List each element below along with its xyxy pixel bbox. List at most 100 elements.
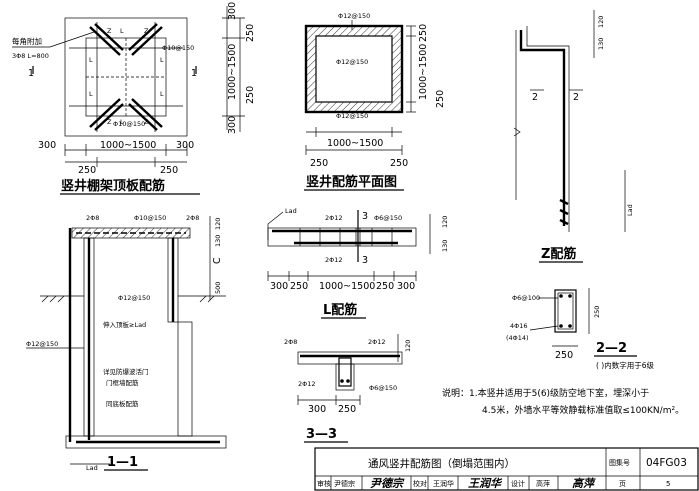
l-bar-dim-300-right: 300 [397,281,415,292]
section22-bar-2 [568,294,572,298]
section11-label-floor: 同底板配筋 [106,399,139,408]
l-bar-lad-leader [267,211,284,240]
section22-vdim-250: 250 [593,306,601,318]
l-bar-vdim-130: 130 [441,240,449,252]
z-bar-vdim-120: 120 [597,16,605,28]
title-block-check-signature: 王润华 [468,477,503,490]
title-block-page-label: 页 [619,480,626,488]
section11-vdim-c: C [212,257,223,264]
slab-mark-l-top: L [120,27,124,35]
slab-view-title: 竖井棚架顶板配筋 [61,178,165,194]
section-11-view: 2Φ8 Φ10@150 2Φ8 Φ12@150 Φ12@150 伸入顶板≥Lad… [26,214,227,472]
slab-mark-z-bottom-right: Z [144,118,149,126]
section33-bar-bottom-left: 2Φ12 [298,380,316,388]
z-bar-break [513,127,521,137]
title-block-design-label: 设计 [511,479,525,488]
section33-title: 3—3 [306,427,337,442]
l-bar-dim-span: 1000~1500 [319,281,375,292]
l-bar-bar-bottom: 2Φ12 [325,256,343,264]
title-block-check-label: 校对 [413,479,427,488]
z-bar-shape [519,30,566,226]
section11-bar-wall-right: Φ12@150 [118,294,150,302]
plan-vdim-edge-lower: 250 [435,90,446,108]
section11-roof-slab-outline [71,227,191,239]
z-bar-title: Z配筋 [541,246,576,262]
slab-vdim-span: 1000~1500 [227,44,238,100]
corner-note-2: 3Φ8 L=800 [12,52,49,60]
z-bar-mark-2-right: 2 [573,92,579,103]
section22-bar-3 [559,324,563,328]
title-block-design-name: 高萍 [536,479,550,488]
slab-mark-l-bottom-left: L [89,90,93,98]
z-bar-outline [526,26,570,232]
slab-mark-z-bottom: Z [107,118,112,126]
l-bar-dim-300-left: 300 [270,281,288,292]
l-bar-bar-left: 2Φ12 [325,214,343,222]
l-bar-dim-250-right: 250 [376,281,394,292]
section22-stirrup [557,292,574,330]
section33-bar-dot-2 [346,379,350,383]
slab-mark-l-right: L [160,56,164,64]
title-block-grid [315,448,698,490]
slab-outline [64,17,188,137]
l-bar-lad: Lad [285,207,297,215]
l-bar-beam [267,227,417,247]
section33-stirrup [338,357,352,387]
section-mark-right: 1 [191,68,197,79]
title-block-frame [314,447,699,491]
section11-bars [68,228,220,444]
title-block-page-no: 5 [666,480,670,488]
slab-dim-side-left: 300 [38,140,56,151]
section-22-view: Φ6@100 4Φ16 (4Φ14) 250 250 2—2 ( )内数字用于6… [506,288,655,370]
section11-vdim-120: 120 [214,218,222,230]
section33-bar-top-right: 2Φ12 [368,338,386,346]
slab-dim-side-right: 300 [176,140,194,151]
slab-dim-span: 1000~1500 [100,140,156,151]
section22-outline [554,289,577,333]
section11-right-wall-lower [177,321,193,437]
slab-corner-bars [89,23,163,131]
l-bar-section-mark-top: 3 [362,211,368,222]
title-block-review-name: 尹德宗 [334,479,355,488]
l-bar-stirrups [299,228,393,246]
section11-title: 1—1 [107,455,138,470]
section11-floor [65,435,227,449]
slab-bar-top-label: Φ10@150 [162,44,194,52]
section11-bar-wall-left: Φ12@150 [26,340,58,348]
title-block-review-label: 审核 [317,479,331,488]
section11-vdim-130: 130 [214,235,222,247]
plan-bar-mid: Φ12@150 [336,58,368,66]
title-block-check-name: 王润华 [433,479,454,488]
slab-dim-edge-left: 250 [78,165,96,176]
section11-bar-top-left: 2Φ8 [86,214,99,222]
section11-label-lad-bottom: Lad [86,464,98,472]
section22-title: 2—2 [596,341,627,356]
slab-mark-l-bottom: L [120,118,124,126]
section33-bar-top-left: 2Φ8 [284,338,297,346]
plan-inner-wall [315,35,393,103]
corner-note-1: 每角附加 [12,36,42,46]
l-bar-vdim-120: 120 [441,216,449,228]
slab-reinforcement-view: Z L Z L L L L Z L Z Φ10@150 Φ10@150 每角附加… [12,2,256,195]
plan-outer-wall [304,24,404,114]
section11-label-lad-top: 伸入顶板≥Lad [103,320,146,329]
z-bar-view: 2 2 Lad 120 130 Z配筋 [513,10,634,263]
slab-vdim-edge-upper: 250 [245,24,256,42]
slab-dim-edge-right: 250 [160,165,178,176]
l-bar-dim-250-left: 250 [290,281,308,292]
section33-dim-250: 250 [338,404,356,415]
l-bar-title: L配筋 [323,302,357,318]
section22-bar-mid-leader [529,325,559,331]
section33-bar-right: Φ6@150 [369,384,397,392]
slab-vdim-edge-lower: 250 [245,86,256,104]
slab-bar-bottom-label: Φ10@150 [113,120,145,128]
plan-bar-top: Φ12@150 [338,12,370,20]
l-bar-bar-right: Φ6@150 [374,214,402,222]
section11-bar-top-mid: Φ10@150 [134,214,166,222]
section33-column [335,363,355,391]
z-bar-lad: Lad [626,204,634,216]
section22-hdim-250: 250 [555,350,573,361]
title-block-design-signature: 高萍 [572,477,596,490]
slab-dim-lines [64,144,188,167]
title-block-atlas-label: 图集号 [609,458,630,467]
